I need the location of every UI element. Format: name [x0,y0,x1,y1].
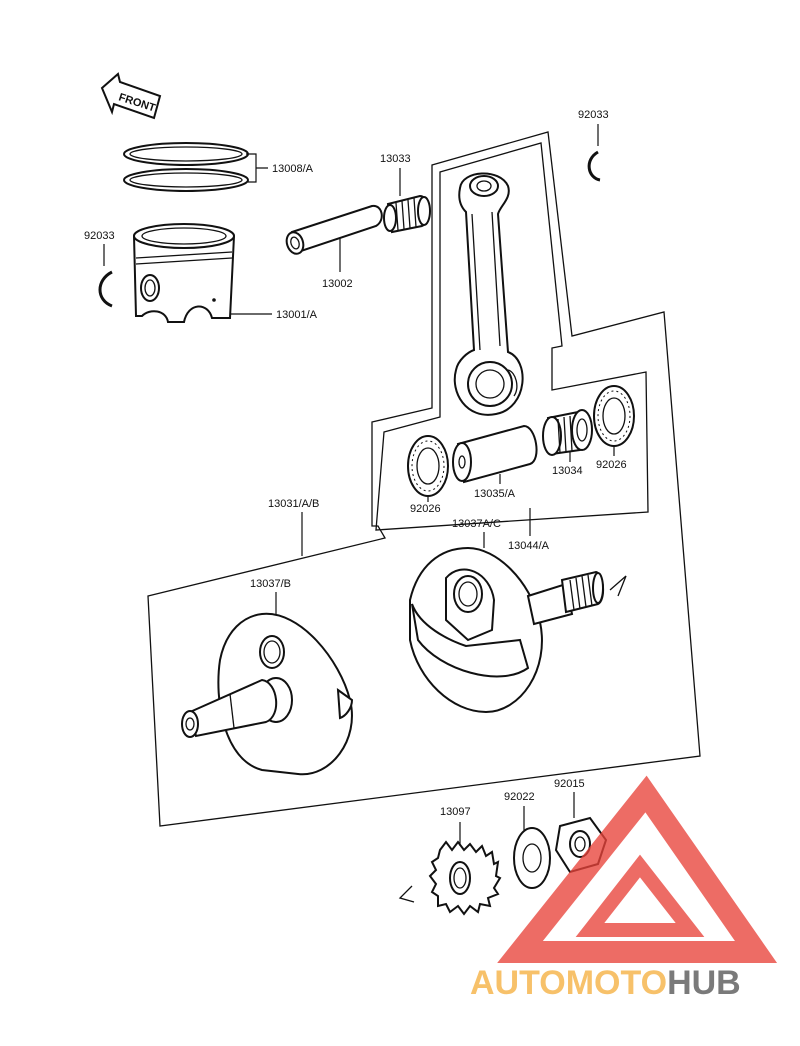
label-13097: 13097 [440,806,471,818]
label-13001-a: 13001/A [276,309,318,321]
watermark-triangle-inner [575,854,705,937]
label-92015: 92015 [554,778,585,790]
watermark-text-hub: HUB [667,964,741,1002]
circlip-right-icon [587,150,601,182]
small-end-bearing-icon [383,194,431,234]
piston-pin-icon [285,204,383,255]
svg-text:AUTOMOTOHUB: AUTOMOTOHUB [470,964,741,1002]
label-13008-a: 13008/A [272,163,314,175]
label-92026-right: 92026 [596,459,627,471]
watermark-text-automoto: AUTOMOTO [470,964,667,1002]
conrod-inner-outline [375,142,649,531]
label-13002: 13002 [322,278,353,290]
crank-pin-icon [452,424,538,484]
label-92033-left: 92033 [84,230,115,242]
thrust-washer-left-icon [407,435,449,497]
label-13037a-c: 13037A/C [452,518,501,530]
label-92033-right: 92033 [578,109,609,121]
crankshaft-assembly-outline [147,131,701,827]
washer-icon [513,827,551,889]
label-13037-b: 13037/B [250,578,291,590]
label-13035-a: 13035/A [474,488,516,500]
flywheel-left-icon [181,612,354,776]
label-13044-a: 13044/A [508,540,550,552]
arrow-left-icon [398,885,415,903]
circlip-left-icon [98,270,113,308]
flywheel-right-icon [409,546,604,714]
label-13034: 13034 [552,465,583,477]
front-direction-badge: FRONT [100,72,162,120]
arrow-right-icon [609,575,627,597]
label-13033: 13033 [380,153,411,165]
label-92022: 92022 [504,791,535,803]
watermark-triangle-outer [497,775,778,963]
piston-rings [123,142,249,192]
automotohub-watermark: AUTOMOTOHUB [470,775,778,1002]
big-end-bearing-icon [542,409,593,456]
thrust-washer-right-icon [593,385,635,447]
gear-icon [428,840,502,916]
connecting-rod-icon [453,172,524,416]
piston-icon [132,223,236,323]
label-92026-left: 92026 [410,503,441,515]
label-13031-a-b: 13031/A/B [268,498,319,510]
